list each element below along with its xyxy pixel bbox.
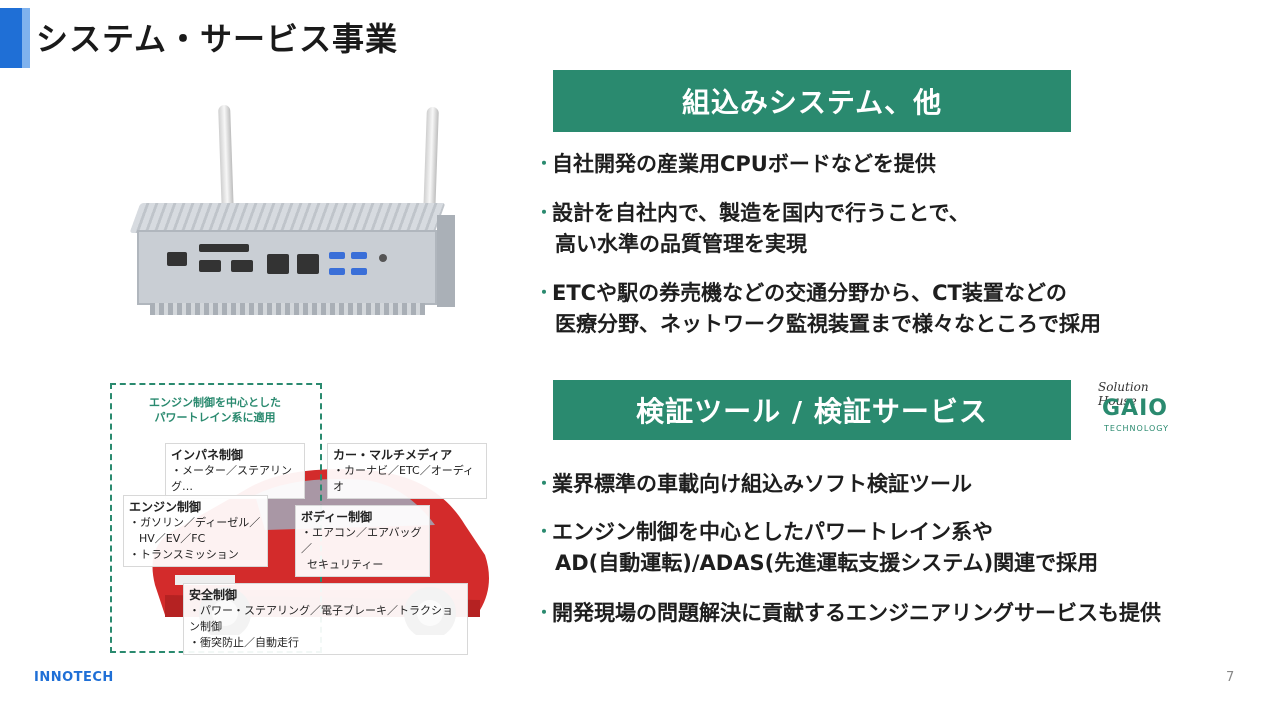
bullet-s1-2: ・設計を自社内で、製造を国内で行うことで、 高い水準の品質管理を実現: [536, 197, 970, 260]
label-inpane: インパネ制御 ・メーター／ステアリング…: [165, 443, 305, 499]
port-power: [167, 252, 187, 266]
banner-verification-tools: 検証ツール / 検証サービス: [553, 380, 1071, 440]
car-control-diagram: エンジン制御を中心とした パワートレイン系に適用 インパネ制御 ・メーター／ステ…: [105, 375, 505, 660]
label-body-line2: セキュリティー: [307, 558, 384, 571]
port-hdmi-1: [199, 260, 221, 272]
antenna-left: [218, 104, 234, 216]
label-multimedia-heading: カー・マルチメディア: [333, 448, 453, 462]
frame-caption-line1: エンジン制御を中心とした: [149, 396, 281, 409]
bullet-text: ETCや駅の券売機などの交通分野から、CT装置などの: [552, 281, 1067, 305]
title-accent-bar: [0, 8, 22, 68]
label-engine-heading: エンジン制御: [129, 500, 202, 514]
port-lan-2: [297, 254, 319, 274]
bullet-dot: ・: [536, 203, 553, 222]
port-slot: [199, 244, 249, 252]
box-base: [150, 303, 425, 315]
label-safety-line1: ・パワー・ステアリング／電子ブレーキ／トラクション制御: [189, 604, 453, 633]
box-heatsink: [129, 203, 446, 233]
bullet-text-line2: 医療分野、ネットワーク監視装置まで様々なところで採用: [555, 312, 1101, 336]
title-accent-bar-light: [22, 8, 30, 68]
label-safety: 安全制御 ・パワー・ステアリング／電子ブレーキ／トラクション制御 ・衝突防止／自…: [183, 583, 468, 655]
bullet-text: 自社開発の産業用CPUボードなどを提供: [552, 152, 936, 176]
bullet-text: 開発現場の問題解決に貢献するエンジニアリングサービスも提供: [552, 601, 1161, 625]
gaio-logo-script: Solution House: [1098, 380, 1149, 408]
box-front-panel: [137, 230, 437, 305]
bullet-dot: ・: [536, 603, 553, 622]
label-body: ボディー制御 ・エアコン／エアバッグ／ セキュリティー: [295, 505, 430, 577]
innotech-logo: INNOTECH: [34, 670, 114, 685]
bullet-s1-1: ・自社開発の産業用CPUボードなどを提供: [536, 148, 936, 180]
label-engine: エンジン制御 ・ガソリン／ディーゼル／ HV／EV／FC ・トランスミッション: [123, 495, 268, 567]
gaio-logo-sub: TECHNOLOGY: [1104, 424, 1169, 433]
port-usb-4: [351, 268, 367, 275]
port-usb-2: [351, 252, 367, 259]
bullet-s2-1: ・業界標準の車載向け組込みソフト検証ツール: [536, 468, 972, 500]
label-body-line1: ・エアコン／エアバッグ／: [301, 526, 422, 555]
label-engine-line3: ・トランスミッション: [129, 548, 239, 561]
gaio-logo: Solution House GAIO TECHNOLOGY: [1090, 380, 1185, 440]
port-lan-1: [267, 254, 289, 274]
bullet-text-line2: 高い水準の品質管理を実現: [555, 232, 807, 256]
bullet-dot: ・: [536, 154, 553, 173]
label-engine-line2: HV／EV／FC: [139, 532, 206, 545]
bullet-dot: ・: [536, 283, 553, 302]
port-usb-1: [329, 252, 345, 259]
label-body-heading: ボディー制御: [301, 510, 373, 524]
antenna-right: [423, 106, 439, 218]
bullet-s1-3: ・ETCや駅の券売機などの交通分野から、CT装置などの 医療分野、ネットワーク監…: [536, 277, 1101, 340]
power-led: [379, 254, 387, 262]
bullet-dot: ・: [536, 522, 553, 541]
label-inpane-heading: インパネ制御: [171, 448, 244, 462]
page-title: システム・サービス事業: [36, 20, 399, 58]
gaio-logo-main: GAIO: [1102, 396, 1168, 421]
label-inpane-line1: ・メーター／ステアリング…: [171, 464, 292, 493]
bullet-s2-2: ・エンジン制御を中心としたパワートレイン系や AD(自動運転)/ADAS(先進運…: [536, 516, 1098, 579]
frame-caption: エンジン制御を中心とした パワートレイン系に適用: [125, 395, 305, 425]
bullet-text: 業界標準の車載向け組込みソフト検証ツール: [552, 472, 972, 496]
label-multimedia-line1: ・カーナビ／ETC／オーディオ: [333, 464, 474, 493]
bullet-text: エンジン制御を中心としたパワートレイン系や: [552, 520, 993, 544]
label-engine-line1: ・ガソリン／ディーゼル／: [129, 516, 261, 529]
embedded-box-image: [125, 104, 455, 330]
port-usb-3: [329, 268, 345, 275]
bullet-s2-3: ・開発現場の問題解決に貢献するエンジニアリングサービスも提供: [536, 597, 1161, 629]
bullet-text: 設計を自社内で、製造を国内で行うことで、: [552, 201, 970, 225]
box-side: [437, 215, 455, 307]
label-safety-heading: 安全制御: [189, 588, 238, 602]
frame-caption-line2: パワートレイン系に適用: [154, 411, 276, 424]
bullet-text-line2: AD(自動運転)/ADAS(先進運転支援システム)関連で採用: [555, 551, 1099, 575]
label-safety-line2: ・衝突防止／自動走行: [189, 636, 299, 649]
port-hdmi-2: [231, 260, 253, 272]
page-number: 7: [1226, 670, 1235, 685]
label-multimedia: カー・マルチメディア ・カーナビ／ETC／オーディオ: [327, 443, 487, 499]
bullet-dot: ・: [536, 474, 553, 493]
banner-embedded-systems: 組込みシステム、他: [553, 70, 1071, 132]
